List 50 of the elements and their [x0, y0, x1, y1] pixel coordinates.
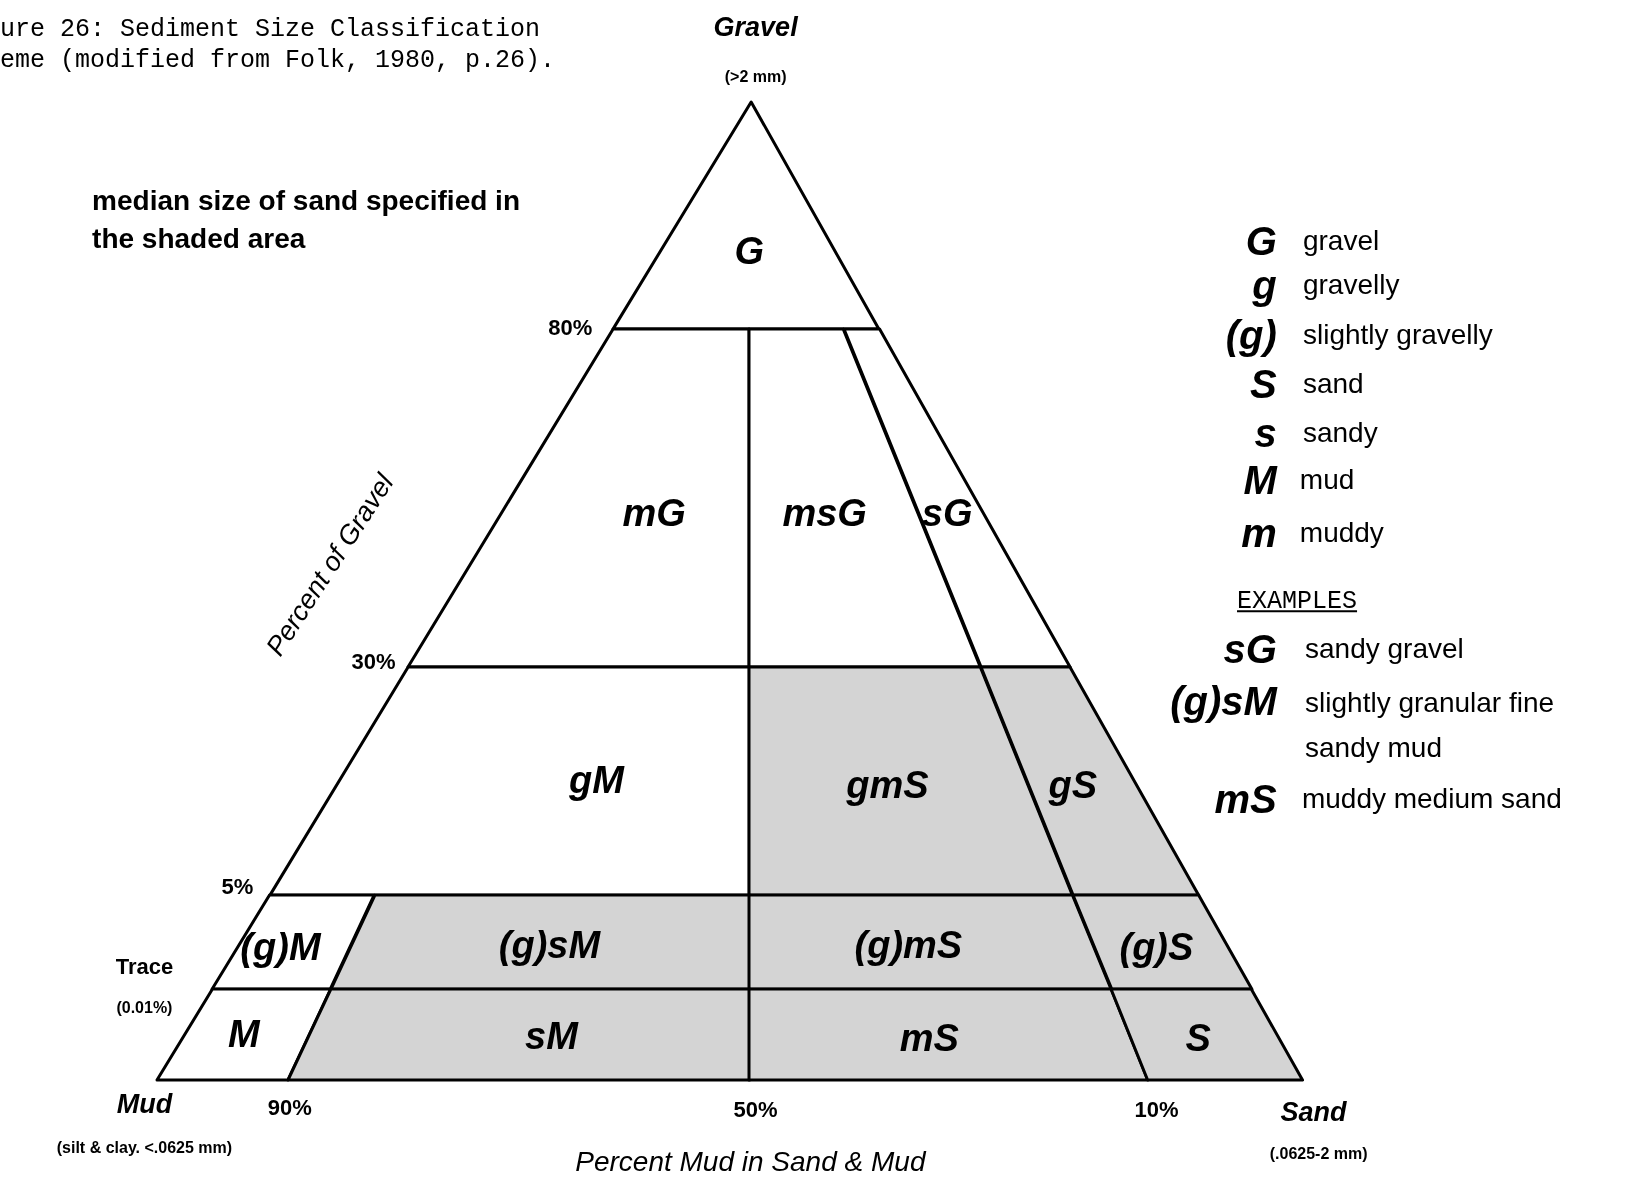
unit-note: (>2 mm) [724, 67, 787, 88]
legend-symbol: m [1241, 509, 1277, 557]
percent-label: 10% [1134, 1095, 1179, 1124]
field-code: mG [622, 493, 686, 532]
field-code: (g)sM [498, 926, 601, 965]
percent-label: 50% [733, 1095, 778, 1124]
legend-text: muddy medium sand [1301, 781, 1562, 816]
percent-label: 5% [221, 872, 254, 901]
field-code: (g)mS [854, 926, 963, 965]
legend-symbol: mS [1214, 775, 1277, 823]
field-code: gM [569, 760, 624, 799]
note-text: median size of sand specified in the shaded area [92, 183, 521, 256]
legend-symbol: M [1243, 457, 1277, 505]
field-code: M [228, 1015, 260, 1053]
field-code: gS [1048, 765, 1097, 804]
percent-label: 90% [267, 1093, 312, 1122]
legend-text: sandy [1302, 416, 1378, 451]
percent-label: Trace [115, 952, 174, 981]
field-code: (g)S [1119, 928, 1194, 967]
unit-note: (.0625-2 mm) [1269, 1144, 1368, 1165]
field-code: sM [525, 1017, 578, 1056]
legend-heading: EXAMPLES [1237, 586, 1358, 618]
percent-label: 80% [548, 313, 593, 341]
legend-symbol: sG [1223, 625, 1277, 673]
legend-text: muddy [1299, 515, 1384, 550]
legend-symbol: (g) [1225, 311, 1277, 359]
legend-symbol: S [1250, 361, 1277, 409]
legend-text: slightly gravelly [1302, 317, 1493, 352]
legend-symbol: s [1254, 410, 1277, 458]
legend-text: sand [1302, 367, 1364, 402]
field-code: G [734, 232, 765, 271]
axis-label: Percent Mud in Sand & Mud [575, 1144, 926, 1178]
legend-text: gravel [1302, 223, 1380, 258]
field-code: S [1185, 1019, 1211, 1058]
axis-label: Gravel [713, 10, 798, 44]
unit-note: (0.01%) [116, 997, 173, 1018]
legend-text: sandy gravel [1305, 631, 1464, 666]
field-code: msG [782, 493, 867, 532]
legend-text: gravelly [1302, 267, 1400, 302]
legend-text: mud [1299, 463, 1355, 498]
figure-title: ure 26: Sediment Size Classification eme (modified from Folk, 1980, p.26). [0, 14, 557, 76]
axis-label: Sand [1280, 1096, 1347, 1130]
field-code: gmS [846, 765, 929, 804]
axis-label: Mud [116, 1087, 173, 1121]
percent-label: 30% [351, 647, 396, 676]
field-code: sG [921, 493, 973, 532]
legend-symbol: (g)sM [1170, 678, 1277, 726]
field-code: (g)M [240, 928, 321, 967]
unit-note: (silt & clay. <.0625 mm) [56, 1138, 233, 1159]
field-code: mS [899, 1019, 959, 1058]
